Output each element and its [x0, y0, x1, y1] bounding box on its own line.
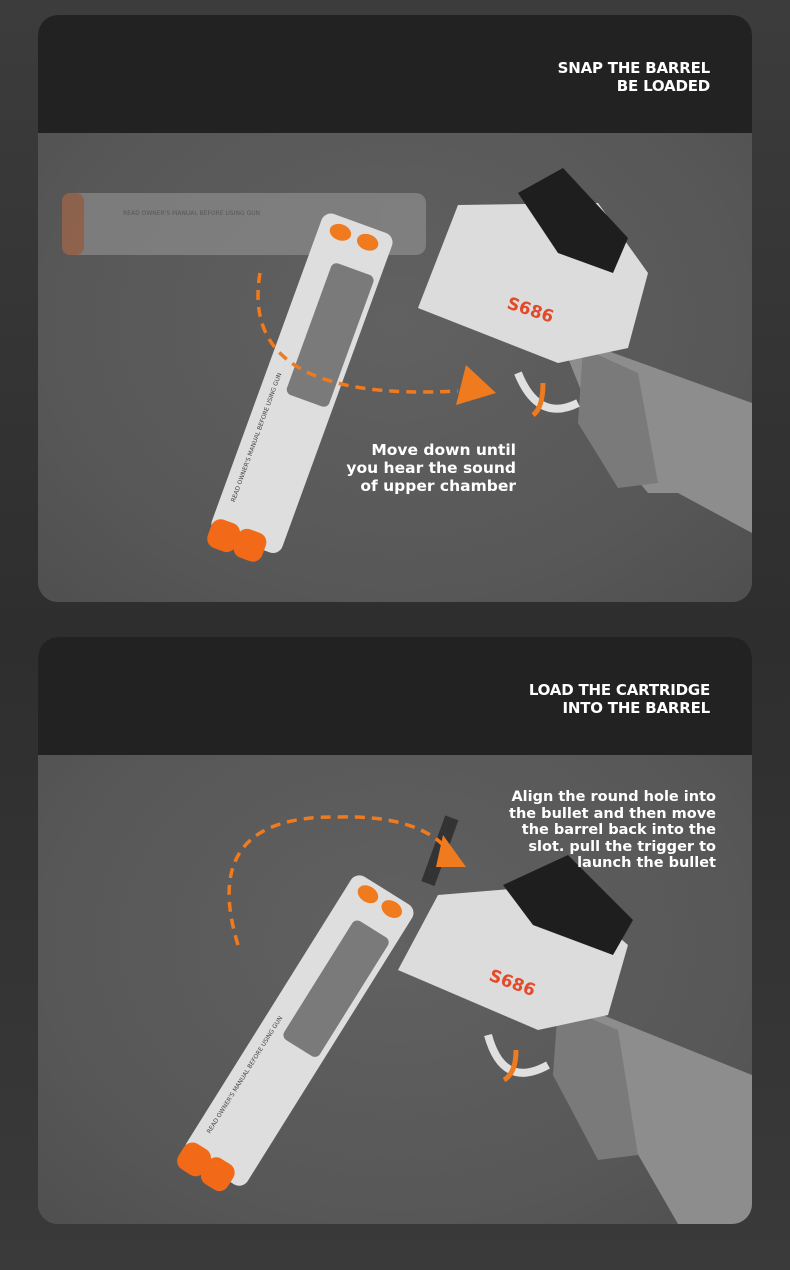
- panel-header: SNAP THE BARREL BE LOADED: [38, 15, 752, 133]
- gun-illustration: READ OWNER'S MANUAL BEFORE USING GUN S68…: [62, 168, 752, 562]
- panel-title: SNAP THE BARREL BE LOADED: [557, 59, 711, 95]
- red-dot-sight: [518, 168, 628, 273]
- grip: [553, 1005, 638, 1160]
- step-panel-snap-barrel: SNAP THE BARREL BE LOADED READ OWNER'S M…: [38, 15, 752, 602]
- note-line: Move down until: [371, 441, 516, 459]
- arrow-head-icon: [436, 835, 466, 867]
- trigger: [531, 382, 546, 418]
- step-panel-load-cartridge: LOAD THE CARTRIDGE INTO THE BARREL S686 …: [38, 637, 752, 1224]
- title-line: INTO THE BARREL: [562, 699, 710, 717]
- gun-illustration: S686 READ OWNER'S MANUAL BEFORE USING GU…: [177, 815, 752, 1224]
- note-line: Align the round hole into: [511, 789, 716, 805]
- motion-arrow: [256, 272, 459, 394]
- panel-title: LOAD THE CARTRIDGE INTO THE BARREL: [529, 681, 710, 717]
- panel-header: LOAD THE CARTRIDGE INTO THE BARREL: [38, 637, 752, 755]
- title-line: SNAP THE BARREL: [557, 59, 711, 77]
- note-line: the barrel back into the: [521, 822, 716, 838]
- note-line: launch the bullet: [577, 855, 716, 871]
- motion-arrow: [227, 815, 450, 946]
- title-line: LOAD THE CARTRIDGE: [528, 681, 710, 699]
- barrel-text: READ OWNER'S MANUAL BEFORE USING GUN: [123, 210, 260, 217]
- instruction-note: Move down until you hear the sound of up…: [338, 441, 516, 495]
- red-dot-sight: [503, 855, 633, 955]
- note-line: the bullet and then move: [509, 805, 716, 822]
- product-illustration: READ OWNER'S MANUAL BEFORE USING GUN S68…: [38, 133, 752, 602]
- barrel: READ OWNER'S MANUAL BEFORE USING GUN: [207, 213, 393, 562]
- arrow-head-icon: [456, 365, 496, 405]
- instruction-note: Align the round hole into the bullet and…: [478, 789, 716, 872]
- barrel: READ OWNER'S MANUAL BEFORE USING GUN: [177, 875, 414, 1192]
- title-line: BE LOADED: [616, 77, 710, 95]
- grip: [578, 348, 658, 488]
- trigger: [502, 1049, 519, 1083]
- note-line: you hear the sound: [346, 459, 516, 477]
- note-line: slot. pull the trigger to: [528, 838, 716, 855]
- product-illustration: S686 READ OWNER'S MANUAL BEFORE USING GU…: [38, 755, 752, 1224]
- note-line: of upper chamber: [360, 477, 516, 495]
